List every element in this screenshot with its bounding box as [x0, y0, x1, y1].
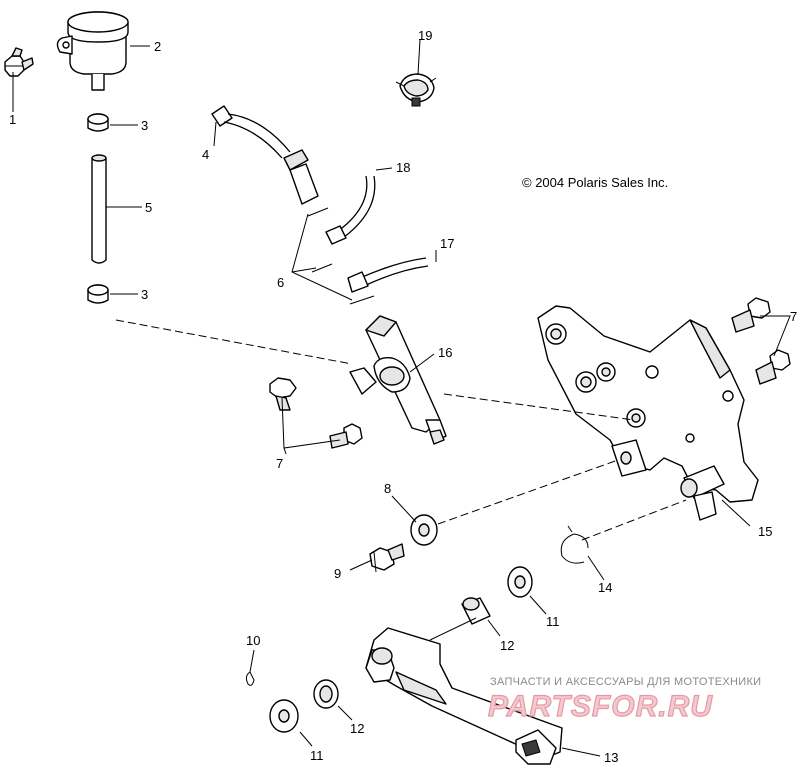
callout-15: 15 — [758, 524, 772, 539]
part-7-bolt-upper-right — [731, 297, 771, 333]
part-18-hose — [325, 175, 376, 245]
callout-9: 9 — [334, 566, 341, 581]
part-3-clamp-lower — [87, 284, 109, 304]
callout-18: 18 — [396, 160, 410, 175]
callout-11-lower: 11 — [310, 748, 324, 763]
callout-11-upper: 11 — [546, 614, 560, 629]
part-12-bushing-lower — [313, 679, 339, 709]
part-12-bushing-upper — [461, 597, 491, 625]
part-3-clamp-upper — [87, 113, 109, 132]
callout-5: 5 — [145, 200, 152, 215]
part-5-hose — [91, 154, 107, 264]
callout-4: 4 — [202, 147, 209, 162]
callout-16: 16 — [438, 345, 452, 360]
callout-12-upper: 12 — [500, 638, 514, 653]
part-8-washer — [410, 514, 438, 546]
callout-7-right: 7 — [790, 309, 797, 324]
part-7-bolt-lower-right — [755, 349, 791, 385]
part-14-spring-clip — [560, 525, 589, 564]
callout-numbers: 1 2 3 4 5 3 6 7 7 8 9 10 11 11 12 12 13 … — [9, 28, 797, 765]
leader-lines — [12, 39, 791, 757]
callout-19: 19 — [418, 28, 432, 43]
callout-17: 17 — [440, 236, 454, 251]
part-7-bolt-upper-left — [269, 377, 297, 411]
callout-2: 2 — [154, 39, 161, 54]
part-15-bracket — [537, 305, 759, 521]
assembly-lines — [115, 319, 687, 541]
part-1-screw — [4, 47, 34, 77]
copyright-notice: © 2004 Polaris Sales Inc. — [522, 175, 668, 190]
callout-3-lower: 3 — [141, 287, 148, 302]
callout-7-left: 7 — [276, 456, 283, 471]
callout-6: 6 — [277, 275, 284, 290]
part-2-reservoir — [56, 11, 129, 91]
watermark-logo: PARTSFOR.RU — [488, 690, 713, 723]
part-10-pin — [245, 671, 255, 686]
watermark: ЗАПЧАСТИ И АКСЕССУАРЫ ДЛЯ МОТОТЕХНИКИ PA… — [487, 676, 761, 724]
callout-8: 8 — [384, 481, 391, 496]
callout-10: 10 — [246, 633, 260, 648]
part-6-clips — [307, 207, 375, 305]
part-11-washer-lower — [269, 699, 299, 733]
part-9-bolt — [369, 543, 405, 573]
part-4-brake-line — [211, 105, 319, 205]
callout-3-upper: 3 — [141, 118, 148, 133]
callout-1: 1 — [9, 112, 16, 127]
part-13-brake-pedal — [365, 627, 563, 765]
part-7-bolt-lower-left — [329, 423, 363, 449]
part-17-hose — [347, 257, 429, 293]
part-16-master-cylinder — [349, 315, 447, 445]
callout-12-lower: 12 — [350, 721, 364, 736]
part-11-washer-upper — [507, 566, 533, 598]
part-19-clamp — [395, 73, 437, 107]
callout-13: 13 — [604, 750, 618, 765]
callout-14: 14 — [598, 580, 612, 595]
watermark-tagline: ЗАПЧАСТИ И АКСЕССУАРЫ ДЛЯ МОТОТЕХНИКИ — [490, 676, 761, 688]
